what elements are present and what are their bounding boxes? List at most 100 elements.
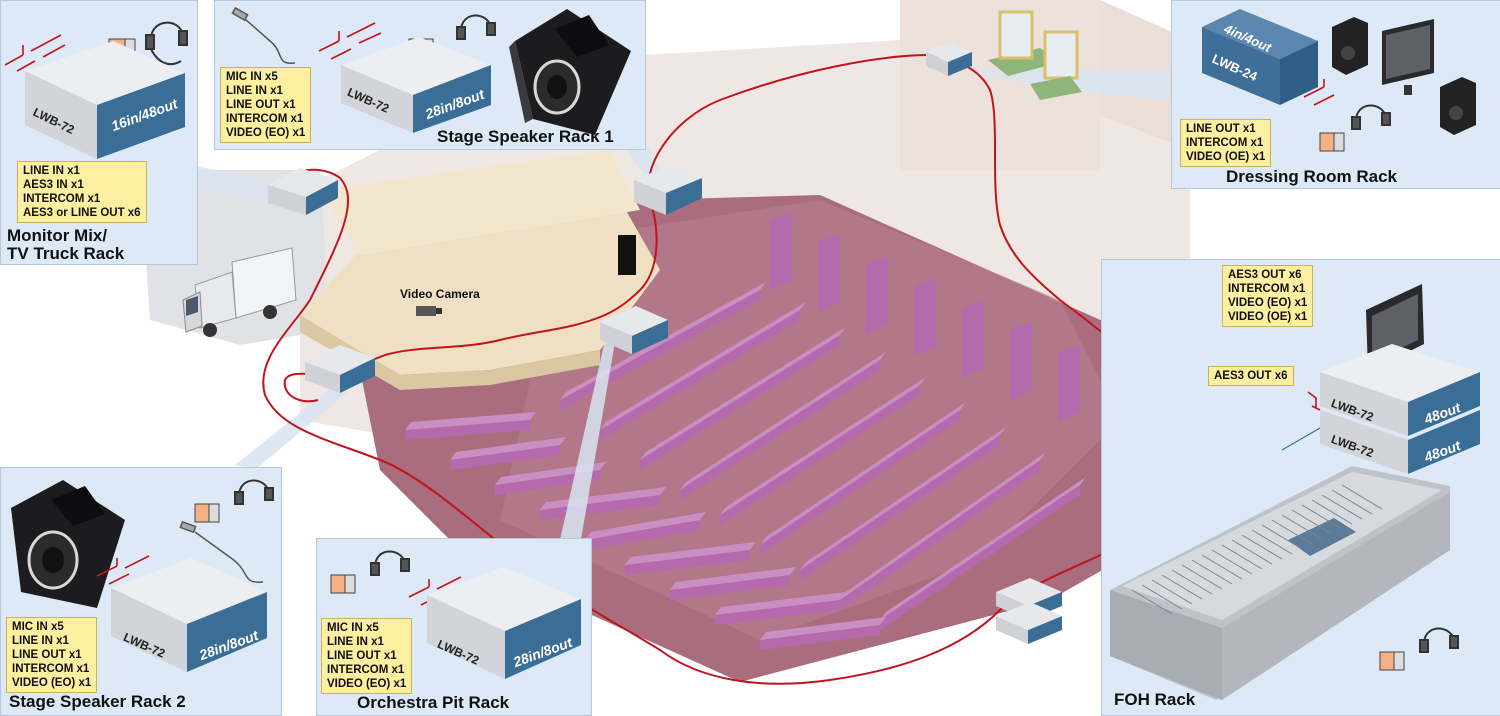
network-jack-icon <box>4 34 66 72</box>
fader-strip <box>1211 549 1253 575</box>
panel-stage-speaker-2: MIC IN x5 LINE IN x1 LINE OUT x1 INTERCO… <box>0 467 282 716</box>
walkie-talkie-icon <box>1379 651 1405 671</box>
hall-rack-stage-speaker-1 <box>634 165 702 215</box>
seat-row-back <box>760 617 886 640</box>
rack-top <box>1202 9 1318 59</box>
rack-front <box>1320 410 1408 474</box>
fader-strip <box>1331 489 1373 515</box>
network-jack-icon <box>96 555 150 585</box>
stage-speaker-2-art <box>11 479 274 672</box>
seat-row-back <box>800 427 1006 570</box>
dressing-room-art <box>1202 9 1476 152</box>
panel-title: Orchestra Pit Rack <box>357 693 510 712</box>
panel-stage-speaker-1: MIC IN x5 LINE IN x1 LINE OUT x1 INTERCO… <box>214 0 646 150</box>
seat-row-back <box>560 282 766 400</box>
hall-rack-stage-speaker-2 <box>305 345 375 393</box>
tv-truck <box>182 247 297 337</box>
signal-line: LINE OUT x1 <box>1186 123 1256 135</box>
network-jack-icon <box>318 22 382 60</box>
seat-row <box>715 600 840 625</box>
headset-icon <box>145 21 188 66</box>
pit-beam <box>560 340 615 545</box>
seat-row-back <box>840 452 1046 600</box>
network-jack-icon <box>408 576 462 606</box>
seat-row-back <box>715 592 846 615</box>
seat-row <box>560 290 760 410</box>
fader-strip <box>1341 484 1383 510</box>
fader-strip <box>1141 584 1183 610</box>
rack-front <box>25 71 97 159</box>
fader-strip <box>1321 494 1363 520</box>
rack-top <box>341 37 491 95</box>
signal-line: AES3 OUT x6 <box>1228 269 1302 281</box>
fader-strip <box>1201 554 1243 580</box>
fader-strip <box>1151 579 1193 605</box>
seat-row <box>495 470 600 495</box>
seat-row-back <box>720 377 926 515</box>
rack-side <box>97 73 185 159</box>
panel-title: Stage Speaker Rack 2 <box>9 692 186 711</box>
fader-strip <box>1131 589 1173 615</box>
signal-callout: LINE IN x1 AES3 IN x1 INTERCOM x1 AES3 o… <box>17 161 147 223</box>
rack-front <box>111 588 187 672</box>
balcony-row <box>866 256 888 334</box>
orchestra-pit-art <box>330 550 581 679</box>
fader-strip <box>1191 559 1233 585</box>
speaker2-beam <box>235 385 348 470</box>
seat-row <box>760 410 960 555</box>
walkie-talkie-icon <box>1319 132 1345 152</box>
microphone-icon <box>179 520 264 583</box>
signal-line: LINE IN x1 <box>327 636 384 648</box>
signal-line: MIC IN x5 <box>12 621 64 633</box>
signal-line: VIDEO (OE) x1 <box>1186 151 1266 163</box>
signal-callout: MIC IN x5 LINE IN x1 LINE OUT x1 INTERCO… <box>321 618 413 694</box>
hall-rack-orchestra-pit <box>600 306 668 354</box>
walkie-talkie-icon <box>194 503 220 523</box>
connector-line <box>1281 427 1321 451</box>
seat-row <box>585 520 700 550</box>
video-camera-label: Video Camera <box>400 287 480 301</box>
walkie-talkie-icon <box>330 574 356 594</box>
fader-strip <box>1241 534 1283 560</box>
network-jack-icon <box>1307 391 1321 411</box>
seat-row-back <box>680 352 886 490</box>
signal-line: INTERCOM x1 <box>23 193 101 205</box>
rack-front <box>1320 372 1408 436</box>
rack-top <box>1320 344 1480 402</box>
signal-line: INTERCOM x1 <box>226 113 304 125</box>
speaker-cabinet-icon <box>1440 77 1476 135</box>
signal-line: AES3 IN x1 <box>23 179 84 191</box>
seat-row-back <box>760 402 966 545</box>
rack-front <box>1202 27 1280 105</box>
fader-strip <box>1301 504 1343 530</box>
signal-line: INTERCOM x1 <box>327 664 405 676</box>
signal-line: AES3 OUT x6 <box>1214 370 1288 382</box>
stage <box>300 200 660 375</box>
rack-side <box>187 592 267 672</box>
hall-rack-foh <box>996 578 1062 644</box>
foh-rack-stack <box>1320 344 1480 474</box>
seat-row <box>600 310 800 440</box>
fader-strip <box>1171 569 1213 595</box>
stage-speaker-icon <box>509 9 631 135</box>
fader-strip <box>1231 539 1273 565</box>
signal-line: VIDEO (EO) x1 <box>1228 297 1308 309</box>
rack-front <box>341 65 413 133</box>
signal-callout: MIC IN x5 LINE IN x1 LINE OUT x1 INTERCO… <box>6 617 98 693</box>
panel-title: Stage Speaker Rack 1 <box>437 127 614 146</box>
stage-back-wall <box>320 150 640 255</box>
rack-top <box>427 567 581 631</box>
network-jack-icon <box>1303 79 1335 106</box>
seat-row-back <box>625 542 756 565</box>
seat-row-back <box>880 477 1086 620</box>
panel-title: Monitor Mix/ <box>7 226 108 245</box>
rack-top <box>111 558 267 624</box>
fader-strip <box>1221 544 1263 570</box>
seat-row <box>680 360 880 500</box>
panel-foh: AES3 OUT x6 INTERCOM x1 VIDEO (EO) x1 VI… <box>1101 259 1500 716</box>
panel-title: Dressing Room Rack <box>1226 167 1397 186</box>
fader-strip <box>1271 519 1313 545</box>
rack-side <box>505 599 581 679</box>
signal-line: VIDEO (OE) x1 <box>1228 311 1308 323</box>
fader-strip <box>1251 529 1293 555</box>
